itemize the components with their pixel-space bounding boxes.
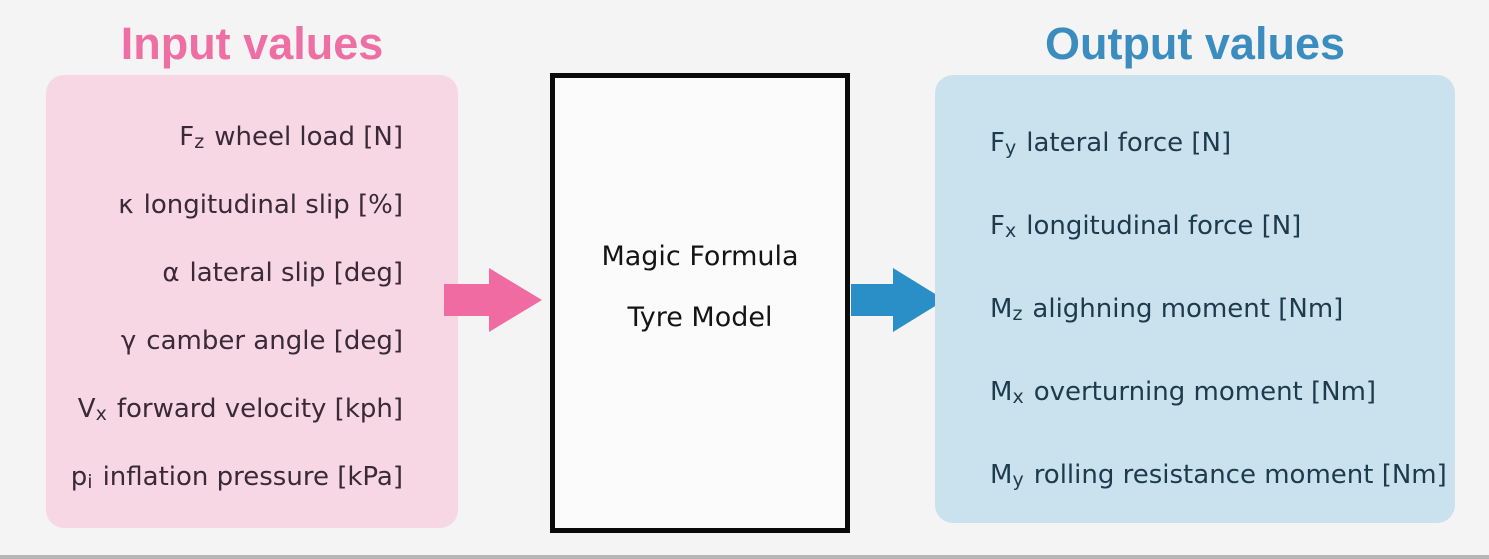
input-label: camber angle [deg] [146,326,403,356]
input-item-wheel-load: Fz wheel load [N] [179,121,403,155]
input-symbol-subscript: i [87,471,93,493]
input-item-longitudinal-slip: κ longitudinal slip [%] [118,189,403,223]
output-item-overturning-moment: Mx overturning moment [Nm] [990,376,1376,410]
input-symbol: p [70,462,88,492]
input-symbol: α [162,258,180,288]
output-symbol-subscript: y [1012,469,1024,491]
input-label: wheel load [N] [214,122,403,152]
input-symbol-subscript: z [194,131,205,153]
output-values-panel: Fy lateral force [N] Fx longitudinal force… [935,75,1455,523]
output-label: overturning moment [Nm] [1033,377,1377,407]
output-symbol: M [990,460,1013,490]
model-to-output-arrow-icon [851,268,945,332]
input-item-camber-angle: γ camber angle [deg] [121,325,403,359]
output-symbol-subscript: x [1004,220,1017,242]
output-symbol: M [990,294,1013,324]
input-label: lateral slip [deg] [189,258,403,288]
input-symbol: V [77,394,96,424]
model-title-line1: Magic Formula [601,241,799,272]
input-label: inflation pressure [kPa] [102,462,403,492]
output-item-lateral-force: Fy lateral force [N] [990,127,1231,161]
input-label: longitudinal slip [%] [143,190,403,220]
input-item-inflation-pressure: pi inflation pressure [kPa] [71,461,403,495]
model-box-text: Magic Formula Tyre Model [601,241,798,333]
output-label: alighning moment [Nm] [1032,294,1344,324]
input-symbol: F [179,122,195,152]
input-symbol: κ [118,190,134,220]
input-item-forward-velocity: Vx forward velocity [kph] [78,393,403,427]
output-symbol-subscript: z [1012,303,1023,325]
output-symbol: M [990,377,1013,407]
input-item-lateral-slip: α lateral slip [deg] [162,257,403,291]
model-title-line2: Tyre Model [627,302,773,333]
output-symbol-subscript: x [1012,386,1024,408]
output-label: rolling resistance moment [Nm] [1033,460,1447,490]
output-item-rolling-resistance-moment: My rolling resistance moment [Nm] [990,459,1447,493]
input-symbol: γ [120,326,137,356]
input-values-title: Input values [120,18,384,69]
output-label: lateral force [N] [1026,128,1232,158]
magic-formula-model-box: Magic Formula Tyre Model [550,73,850,533]
output-item-longitudinal-force: Fx longitudinal force [N] [990,210,1301,244]
input-to-model-arrow-icon [444,268,542,332]
output-label: longitudinal force [N] [1026,211,1302,241]
output-symbol: F [990,128,1005,158]
input-label: forward velocity [kph] [116,394,403,424]
output-symbol: F [990,211,1005,241]
output-item-aligning-moment: Mz alighning moment [Nm] [990,293,1343,327]
output-symbol-subscript: y [1004,137,1017,159]
input-symbol-subscript: x [95,403,107,425]
slide-bottom-edge [0,555,1489,559]
output-values-title: Output values [1044,18,1346,69]
